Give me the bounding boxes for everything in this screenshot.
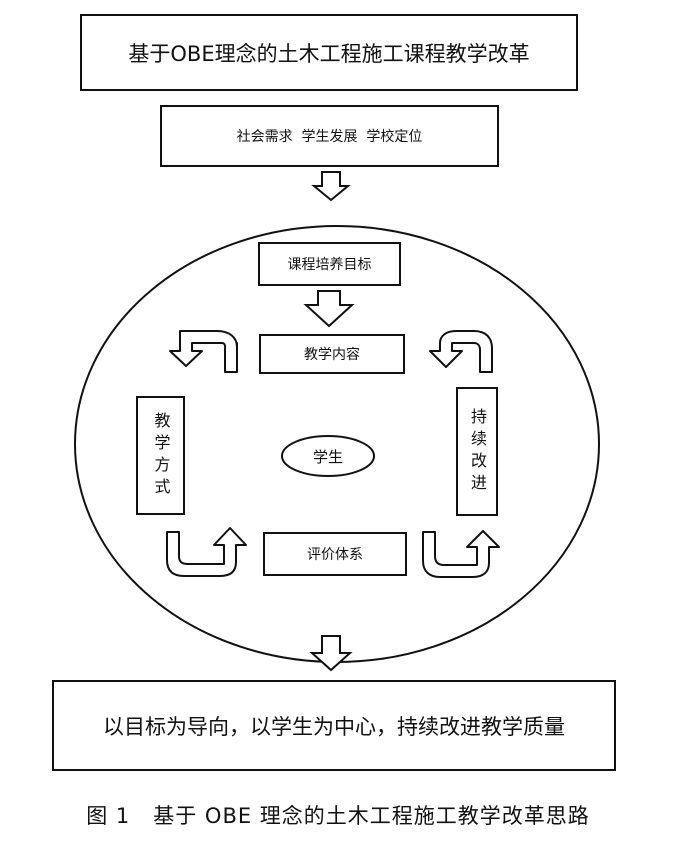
goal-text: 课程培养目标	[287, 257, 372, 273]
title-text: 基于OBE理念的土木工程施工课程教学改革	[128, 41, 530, 66]
student-ellipse	[281, 435, 375, 477]
down-arrow-needs	[311, 171, 351, 202]
needs-box: 社会需求 学生发展 学校定位	[160, 105, 499, 167]
u-arrow-top-left	[169, 330, 238, 373]
u-arrow-bottom-right	[422, 530, 500, 578]
outcome-text: 以目标为导向，以学生为中心，持续改进教学质量	[103, 714, 565, 739]
student-label: 学生	[282, 444, 374, 468]
content-box: 教学内容	[259, 334, 405, 374]
method-box: 教学方式	[136, 396, 185, 515]
improve-box: 持续改进	[456, 387, 498, 516]
method-text: 教学方式	[151, 411, 171, 500]
title-box: 基于OBE理念的土木工程施工课程教学改革	[80, 14, 578, 91]
outcome-box: 以目标为导向，以学生为中心，持续改进教学质量	[52, 680, 616, 771]
down-arrow-outcome	[309, 635, 353, 672]
goal-box: 课程培养目标	[258, 242, 401, 286]
figure-caption: 图 1 基于 OBE 理念的土木工程施工教学改革思路	[86, 804, 590, 828]
evaluation-text: 评价体系	[307, 547, 363, 563]
improve-text: 持续改进	[468, 407, 487, 496]
needs-text: 社会需求 学生发展 学校定位	[236, 129, 423, 145]
u-arrow-top-right	[429, 330, 493, 373]
evaluation-box: 评价体系	[263, 532, 407, 576]
u-arrow-bottom-left	[166, 527, 247, 577]
student-text: 学生	[312, 447, 343, 466]
content-text: 教学内容	[304, 347, 360, 363]
down-arrow-goal	[303, 290, 355, 328]
